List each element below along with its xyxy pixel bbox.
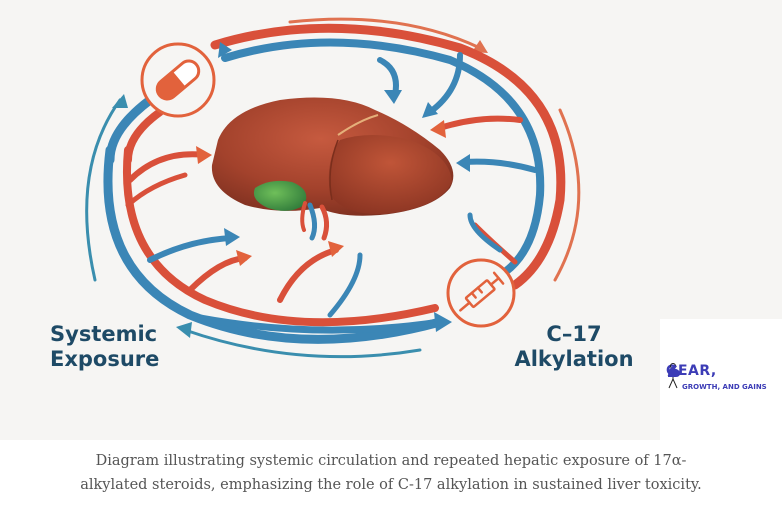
caption-line2: alkylated steroids, emphasizing the role… — [80, 477, 702, 493]
figure-caption: Diagram illustrating systemic circulatio… — [0, 449, 782, 497]
outer-flow-arrows — [85, 17, 581, 359]
circulation-diagram — [85, 17, 581, 359]
diagram-figure: Systemic Exposure C–17 Alkylation GEAR, … — [0, 0, 782, 440]
vessel-branches — [125, 52, 538, 318]
circulation-loops — [103, 23, 566, 344]
c17-alkylation-line1: C–17 — [546, 322, 602, 346]
syringe-icon — [446, 258, 516, 328]
flexed-arm-icon — [668, 365, 680, 377]
caption-line1: Diagram illustrating systemic circulatio… — [95, 453, 687, 469]
c17-alkylation-label: C–17 Alkylation — [508, 322, 640, 372]
bottom-flow-arrow — [196, 42, 452, 334]
systemic-exposure-line1: Systemic — [50, 322, 158, 346]
systemic-exposure-line2: Exposure — [50, 347, 160, 371]
logo-subtitle: GROWTH, AND GAINS — [682, 383, 767, 391]
systemic-exposure-label: Systemic Exposure — [50, 322, 159, 372]
gallbladder — [253, 180, 307, 211]
pill-icon — [140, 42, 216, 118]
liver-illustration — [211, 97, 454, 241]
c17-alkylation-line2: Alkylation — [514, 347, 634, 371]
brand-logo: GEAR, GROWTH, AND GAINS — [660, 319, 782, 440]
